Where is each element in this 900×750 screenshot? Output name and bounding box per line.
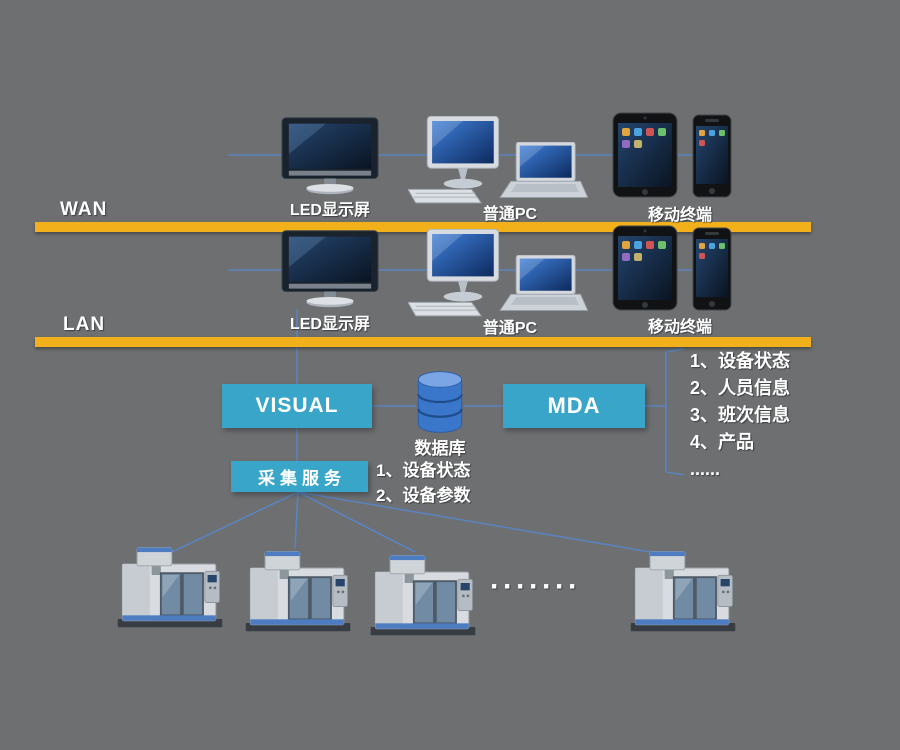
wan-mobile-label: 移动终端: [647, 207, 712, 224]
collect-service-box: 采集服务: [231, 461, 368, 492]
lan-led-label: LED显示屏: [289, 316, 370, 333]
mda-output-item: 3、班次信息: [690, 405, 791, 425]
mda-output-item: 1、设备状态: [690, 351, 791, 371]
database-note-item: 1、设备状态: [376, 461, 471, 480]
database-notes: 1、设备状态 2、设备参数: [376, 458, 470, 508]
mda-output-list: 1、设备状态 2、人员信息 3、班次信息 4、产品 ......: [690, 348, 790, 483]
mda-output-item: 2、人员信息: [690, 378, 791, 398]
cnc-machine-icon: [115, 542, 225, 630]
smartphone-icon: [692, 227, 732, 311]
cnc-machine-icon: [628, 546, 738, 634]
database-label: 数据库: [414, 439, 466, 458]
lan-label: LAN: [63, 314, 106, 335]
wan-led-label: LED显示屏: [289, 202, 370, 219]
cnc-machine-icon: [243, 546, 353, 634]
mda-system-box: MDA: [503, 384, 645, 428]
wan-label: WAN: [60, 199, 108, 220]
more-machines-dots: ·······: [490, 570, 581, 603]
lan-pc-label: 普通PC: [482, 320, 538, 337]
smartphone-icon: [692, 114, 732, 198]
mda-output-item: ......: [690, 459, 721, 479]
led-display-icon: [281, 229, 379, 311]
cnc-machine-icon: [368, 550, 478, 638]
wan-bar: [35, 222, 811, 232]
tablet-icon: [612, 225, 678, 311]
wan-pc-label: 普通PC: [482, 206, 538, 223]
tablet-icon: [612, 112, 678, 198]
lan-bar: [35, 337, 811, 347]
lan-mobile-label: 移动终端: [647, 319, 712, 336]
database-note-item: 2、设备参数: [376, 486, 471, 505]
mda-output-item: 4、产品: [690, 432, 755, 452]
laptop-icon: [498, 255, 588, 314]
database-icon: [414, 368, 466, 436]
led-display-icon: [281, 116, 379, 198]
visual-system-box: VISUAL: [222, 384, 372, 428]
laptop-icon: [498, 142, 588, 201]
